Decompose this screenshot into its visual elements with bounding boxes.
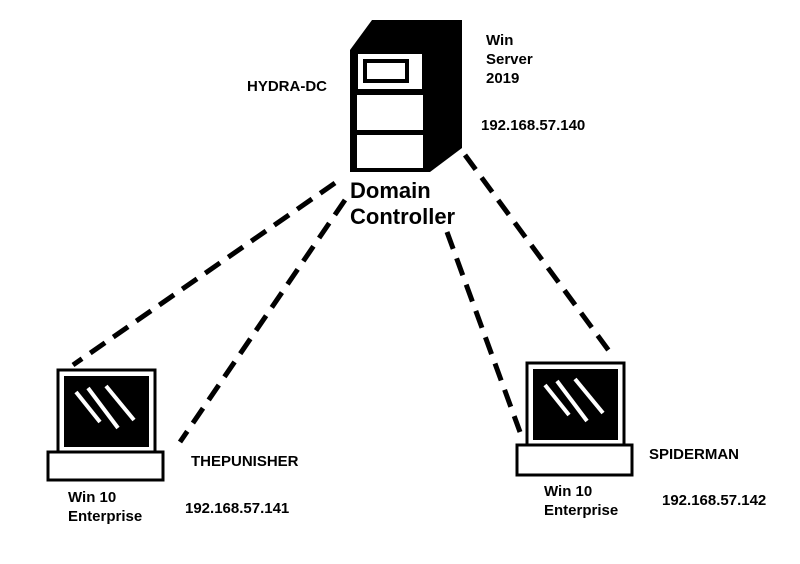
thepunisher-hostname-label: THEPUNISHER <box>191 453 299 470</box>
spiderman-hostname-label: SPIDERMAN <box>649 446 740 463</box>
link-dc-to-thepunisher-inner <box>177 198 348 444</box>
laptop-icon-spiderman <box>515 361 634 477</box>
server-os-label: Win Server 2019 <box>486 32 533 87</box>
link-dc-to-spiderman-outer <box>462 153 615 357</box>
link-dc-to-spiderman-inner <box>444 231 523 433</box>
spiderman-ip-label: 192.168.57.142 <box>662 492 767 509</box>
server-hostname-label: HYDRA-DC <box>247 78 327 95</box>
thepunisher-ip-label: 192.168.57.141 <box>185 500 290 517</box>
server-ip-label: 192.168.57.140 <box>481 117 586 134</box>
spiderman-os-label: Win 10 Enterprise <box>544 483 619 519</box>
thepunisher-os-label: Win 10 Enterprise <box>68 489 143 525</box>
server-tower-icon <box>350 20 462 172</box>
link-dc-to-thepunisher-outer <box>71 180 337 368</box>
laptop-icon-thepunisher <box>46 368 165 482</box>
server-role-label: Domain Controller <box>350 178 456 230</box>
